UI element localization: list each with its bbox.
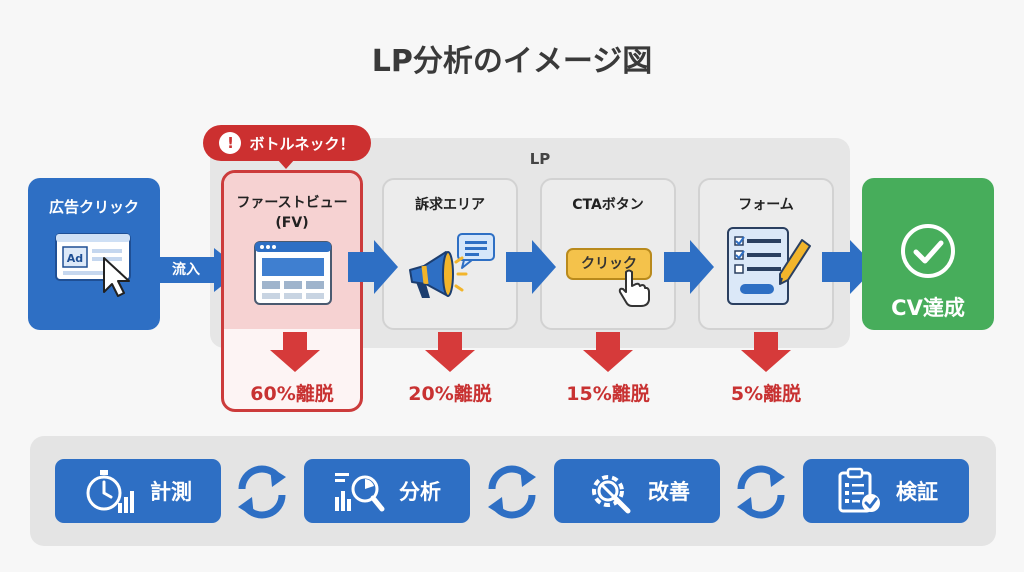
- form-title: フォーム: [738, 197, 794, 213]
- flow-arrow-appeal-to-cta: [506, 240, 556, 294]
- browser-window-icon: [254, 241, 332, 305]
- dropout-rate-appeal: 20%離脱: [408, 383, 492, 405]
- cycle-arrows-icon: [238, 465, 286, 519]
- check-circle-icon: [901, 224, 955, 278]
- inflow-arrow: [150, 248, 242, 292]
- magnifier-chart-icon: [335, 473, 385, 512]
- dropout-rate-cta: 15%離脱: [566, 383, 650, 405]
- flow-arrow-cta-to-form: [664, 240, 714, 294]
- cycle-step-analyze: 分析: [304, 459, 470, 523]
- hand-pointer-icon: [618, 269, 650, 307]
- lp-label: LP: [529, 150, 551, 168]
- cycle-step-verify-label: 検証: [896, 480, 938, 504]
- dropout-arrow-appeal: [425, 332, 475, 372]
- bottleneck-badge-pointer: [277, 159, 295, 169]
- megaphone-icon: [409, 233, 495, 298]
- cycle-step-improve: 改善: [554, 459, 720, 523]
- dropout-arrow-fv: [270, 332, 320, 372]
- ad-click-cursor-icon: Ad: [55, 233, 131, 297]
- click-button-illustration: クリック: [566, 248, 652, 280]
- dropout-arrow-cta: [583, 332, 633, 372]
- inflow-label: 流入: [172, 262, 200, 278]
- dropout-arrow-form: [741, 332, 791, 372]
- appeal-area-title: 訴求エリア: [415, 197, 485, 213]
- cta-button-title: CTAボタン: [572, 197, 644, 213]
- cycle-step-improve-label: 改善: [648, 480, 690, 504]
- cycle-step-analyze-label: 分析: [399, 480, 441, 504]
- cycle-step-verify: 検証: [803, 459, 969, 523]
- cycle-step-measure: 計測: [55, 459, 221, 523]
- gear-wrench-icon: [592, 475, 631, 514]
- clipboard-check-icon: [838, 467, 880, 513]
- stopwatch-chart-icon: [86, 470, 134, 513]
- fv-subtitle: (FV): [275, 215, 309, 231]
- fv-title: ファーストビュー: [236, 195, 348, 211]
- ad-click-label: 広告クリック: [48, 198, 139, 216]
- flow-arrow-fv-to-appeal: [348, 240, 398, 294]
- cv-achieved-label: CV達成: [891, 296, 965, 320]
- dropout-rate-form: 5%離脱: [730, 383, 802, 405]
- cycle-step-measure-label: 計測: [150, 480, 192, 504]
- form-pencil-icon: [727, 227, 811, 305]
- dropout-rate-fv: 60%離脱: [250, 383, 334, 405]
- cycle-arrows-icon: [488, 465, 536, 519]
- ad-text: Ad: [67, 252, 83, 265]
- bottleneck-label: ボトルネック！: [249, 134, 355, 153]
- exclamation-icon: !: [219, 132, 242, 154]
- cycle-arrows-icon: [737, 465, 785, 519]
- page-title: LP分析のイメージ図: [371, 44, 653, 79]
- bottleneck-badge: ! ボトルネック！: [203, 125, 371, 161]
